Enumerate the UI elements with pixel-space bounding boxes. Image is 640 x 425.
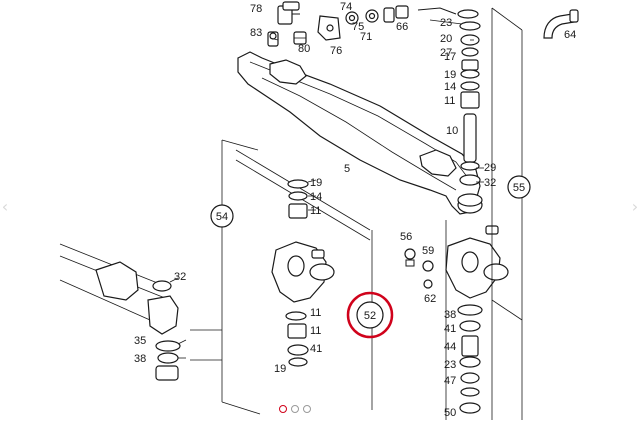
- carousel-pagination: [279, 405, 319, 415]
- label-11-right: 11: [444, 95, 455, 107]
- left-bracket: [59, 243, 222, 381]
- label-78: 78: [250, 3, 262, 15]
- label-14-right: 14: [444, 81, 456, 93]
- label-19-left: 19: [310, 177, 322, 189]
- label-71: 71: [360, 31, 372, 43]
- label-29: 29: [484, 162, 496, 174]
- hose-64: [543, 9, 579, 39]
- label-52: 52: [364, 310, 376, 322]
- label-66: 66: [396, 21, 408, 33]
- leader-lines: [169, 19, 484, 359]
- label-32-right: 32: [484, 177, 496, 189]
- carousel-dot-2[interactable]: [291, 405, 299, 413]
- label-64: 64: [564, 29, 576, 41]
- part-numbers: 78 74 75 83 80 76 71 66 23 20 27 17 19 1…: [134, 1, 576, 419]
- label-50: 50: [444, 407, 456, 419]
- label-38-right: 38: [444, 309, 456, 321]
- axle-beam: [237, 51, 483, 215]
- label-5: 5: [344, 163, 350, 175]
- previous-image-arrow-icon[interactable]: ‹: [1, 197, 9, 216]
- carousel-dot-1[interactable]: [279, 405, 287, 413]
- label-80: 80: [298, 43, 310, 55]
- label-35: 35: [134, 335, 146, 347]
- label-17: 17: [444, 51, 456, 63]
- callout-54: 54: [210, 204, 234, 228]
- label-23-top: 23: [440, 17, 452, 29]
- callout-55: 55: [507, 175, 531, 199]
- label-83: 83: [250, 27, 262, 39]
- right-kingpin-stack: [404, 7, 523, 420]
- label-11-left: 11: [310, 205, 321, 217]
- label-20: 20: [440, 33, 452, 45]
- label-41-left: 41: [310, 343, 322, 355]
- label-27: 27: [440, 47, 452, 59]
- label-54: 54: [216, 211, 228, 223]
- label-11-lower-a: 11: [310, 307, 321, 319]
- label-59: 59: [422, 245, 434, 257]
- label-14-left: 14: [310, 191, 322, 203]
- callout-52-highlighted: 52: [346, 291, 394, 339]
- label-47: 47: [444, 375, 456, 387]
- label-32-left: 32: [174, 271, 186, 283]
- label-19-right: 19: [444, 69, 456, 81]
- label-74: 74: [340, 1, 352, 13]
- label-19-lower: 19: [274, 363, 286, 375]
- label-62: 62: [424, 293, 436, 305]
- left-kingpin-stack: [221, 139, 373, 415]
- label-23-lower: 23: [444, 359, 456, 371]
- label-55: 55: [513, 182, 525, 194]
- label-38-left: 38: [134, 353, 146, 365]
- label-11-lower-b: 11: [310, 325, 321, 337]
- label-76: 76: [330, 45, 342, 57]
- label-10: 10: [446, 125, 458, 137]
- label-56: 56: [400, 231, 412, 243]
- next-image-arrow-icon[interactable]: ›: [631, 197, 639, 216]
- label-44: 44: [444, 341, 456, 353]
- label-41-right: 41: [444, 323, 456, 335]
- label-75: 75: [352, 21, 364, 33]
- carousel-dot-3[interactable]: [303, 405, 311, 413]
- top-small-parts: [267, 1, 409, 47]
